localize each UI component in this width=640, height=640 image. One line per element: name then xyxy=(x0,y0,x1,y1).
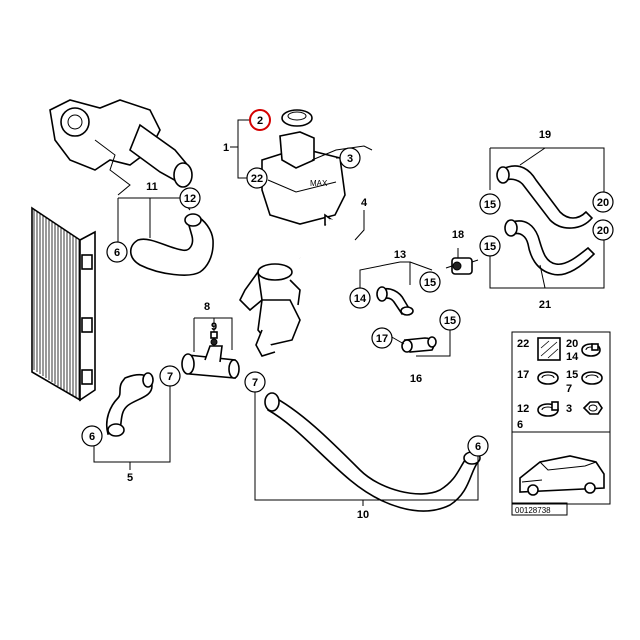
svg-text:2: 2 xyxy=(257,115,263,127)
callout-20-top[interactable]: 20 xyxy=(592,191,614,213)
radiator-drawing xyxy=(31,206,96,402)
label-13: 13 xyxy=(394,249,406,261)
label-21: 21 xyxy=(539,299,551,311)
svg-text:6: 6 xyxy=(475,441,481,453)
callout-6-right[interactable]: 6 xyxy=(467,435,489,457)
svg-text:22: 22 xyxy=(251,173,263,185)
callout-7-center[interactable]: 7 xyxy=(244,371,266,393)
callout-15-right-mid[interactable]: 15 xyxy=(479,235,501,257)
svg-text:14: 14 xyxy=(354,293,367,305)
callout-15-right-top[interactable]: 15 xyxy=(479,193,501,215)
thermostat-housing-drawing xyxy=(239,263,301,357)
label-9: 9 xyxy=(211,321,217,333)
label-16: 16 xyxy=(410,373,422,385)
t-piece-drawing xyxy=(181,331,240,379)
label-5: 5 xyxy=(127,472,133,484)
label-10: 10 xyxy=(357,509,369,521)
svg-text:3: 3 xyxy=(347,153,353,165)
tank-max-marking: MAX xyxy=(310,179,328,188)
hose-19-drawing xyxy=(496,165,594,229)
legend-item-3: 3 xyxy=(566,403,572,415)
callout-6-left-top[interactable]: 6 xyxy=(106,241,128,263)
valve-18-drawing xyxy=(445,257,479,275)
svg-text:20: 20 xyxy=(597,225,609,237)
svg-text:15: 15 xyxy=(444,315,456,327)
svg-text:20: 20 xyxy=(597,197,609,209)
leader-lines xyxy=(88,119,605,506)
svg-text:15: 15 xyxy=(484,241,496,253)
callout-17[interactable]: 17 xyxy=(371,327,393,349)
svg-text:7: 7 xyxy=(252,377,258,389)
hose-5-drawing xyxy=(105,372,154,437)
hose-10-drawing xyxy=(264,392,481,512)
callout-15-lower[interactable]: 15 xyxy=(439,309,461,331)
legend-item-15: 15 xyxy=(566,369,578,381)
callout-3[interactable]: 3 xyxy=(339,147,361,169)
label-18: 18 xyxy=(452,229,464,241)
hose-13-drawing xyxy=(376,286,414,316)
svg-text:7: 7 xyxy=(167,371,173,383)
callout-22[interactable]: 22 xyxy=(246,167,268,189)
reference-number: 00128738 xyxy=(515,506,551,515)
svg-text:15: 15 xyxy=(424,277,436,289)
svg-text:12: 12 xyxy=(184,193,196,205)
label-11: 11 xyxy=(146,181,158,193)
callout-12[interactable]: 12 xyxy=(179,187,201,209)
svg-text:6: 6 xyxy=(114,247,120,259)
legend-item-22: 22 xyxy=(517,338,529,350)
callout-14[interactable]: 14 xyxy=(349,287,371,309)
svg-text:15: 15 xyxy=(484,199,496,211)
svg-text:6: 6 xyxy=(89,431,95,443)
callout-2[interactable]: 2 xyxy=(249,109,271,131)
label-19: 19 xyxy=(539,129,551,141)
legend-item-17: 17 xyxy=(517,369,529,381)
callout-6-left-bottom[interactable]: 6 xyxy=(81,425,103,447)
water-pump-drawing xyxy=(49,99,193,196)
legend-item-12: 12 xyxy=(517,403,529,415)
legend-item-14: 14 xyxy=(566,351,579,363)
label-8: 8 xyxy=(204,301,210,313)
expansion-tank-drawing: MAX xyxy=(261,109,373,230)
svg-text:17: 17 xyxy=(376,333,388,345)
legend-item-20: 20 xyxy=(566,338,578,350)
label-4: 4 xyxy=(361,197,368,209)
hose-16-drawing xyxy=(401,336,437,353)
legend-parts-drawings xyxy=(519,337,605,496)
legend-panel xyxy=(511,331,611,516)
callout-7-left[interactable]: 7 xyxy=(159,365,181,387)
hose-4-drawing xyxy=(299,218,387,264)
callout-15-center[interactable]: 15 xyxy=(419,271,441,293)
legend-item-7: 7 xyxy=(566,383,572,395)
hose-12-drawing xyxy=(129,213,214,276)
hose-21-drawing xyxy=(504,219,596,276)
label-1: 1 xyxy=(223,142,229,154)
callout-20-bottom[interactable]: 20 xyxy=(592,219,614,241)
legend-item-6: 6 xyxy=(517,419,523,431)
